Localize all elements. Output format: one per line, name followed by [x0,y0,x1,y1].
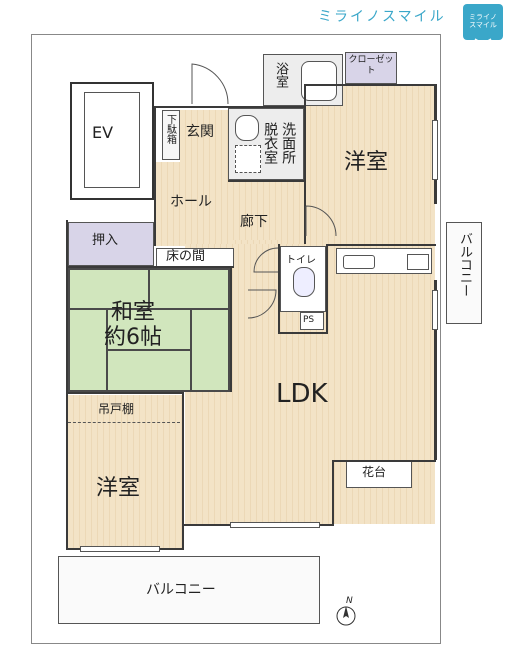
washitsu-name: 和室 [110,300,155,325]
toilet-room [280,246,326,312]
room-label-hall: ホール [170,194,212,210]
window-south-1 [230,522,320,528]
room-label-washitsu: 和室 約6帖 [104,300,162,351]
floor-genkan [180,110,228,162]
floor-youshitsu-north [305,84,435,244]
room-label-tsuridana: 吊戸棚 [98,402,135,416]
compass-label: N [346,596,353,606]
door-swing-hall [305,205,337,237]
brand-logo-text: ミライノスマイル [318,9,446,25]
building-outline [31,34,441,644]
room-label-ldk: LDK [276,379,328,409]
washer-icon [235,145,261,173]
room-label-youshitsu-north: 洋室 [344,150,389,175]
stove-icon [407,254,429,270]
room-label-youshitsu-south: 洋室 [96,476,141,501]
bathroom [263,54,343,106]
ev-shaft [70,82,154,200]
door-swing-corridor [247,289,277,319]
room-label-balcony-south: バルコニー [146,582,216,598]
pipe-space [300,312,324,330]
window-south-2 [80,546,160,552]
window-east-2 [432,290,438,330]
washitsu [68,268,230,392]
brand-badge: ミライノ スマイル [463,4,503,43]
window-east [432,120,438,180]
closet-north [345,52,397,84]
brand-badge-bottom: スマイル [469,21,497,29]
room-label-ev: EV [92,123,114,142]
washitsu-size: 約6帖 [104,325,162,351]
door-swing-genkan [191,63,229,105]
floor-youshitsu-south [68,395,183,550]
washbasin-icon [235,115,259,141]
balcony-south [58,556,320,624]
geta-bako [162,110,180,160]
room-label-toilet: トイレ [286,255,316,266]
toilet-icon [293,267,315,297]
oshiire [68,222,154,266]
balcony-east [446,222,482,324]
room-label-genkan: 玄関 [186,124,214,140]
bathtub-icon [301,61,337,101]
brand-badge-top: ミライノ [469,13,497,21]
tsuridana [68,398,180,423]
room-label-senmen: 洗面所 [280,122,297,164]
room-label-closet: クローゼット [348,55,394,76]
room-label-balcony-east: バルコニー [456,232,472,297]
sink-icon [343,255,375,269]
compass-icon [336,606,356,626]
room-label-geta-bako: 下駄箱 [164,114,176,144]
datsui-room [228,108,304,180]
smile-icon [474,38,492,43]
room-label-ps: PS [303,315,315,325]
room-label-yokushitsu: 浴室 [272,62,288,88]
room-label-datsui: 脱衣室 [262,122,279,164]
kitchen-counter [336,248,432,274]
door-swing-toilet [253,247,279,273]
room-label-toko: 床の間 [166,249,206,264]
room-label-oshiire: 押入 [92,233,119,248]
room-label-kadai: 花台 [362,465,387,479]
room-label-rouka: 廊下 [240,214,268,230]
